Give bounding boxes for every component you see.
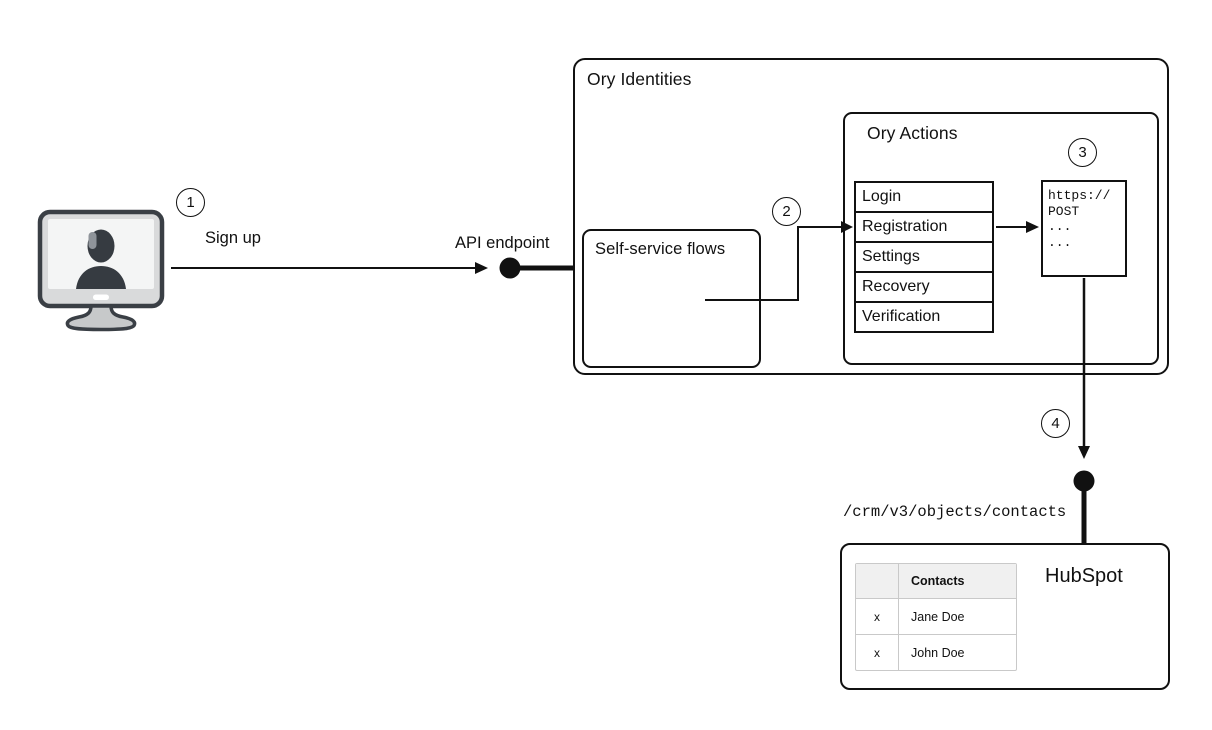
monitor-stand [65, 304, 137, 332]
monitor-button [93, 294, 109, 300]
contacts-header-row: Contacts [856, 564, 1016, 598]
webhook-request-box: https:// POST ... ... [1041, 180, 1127, 277]
code-line: ... [1048, 219, 1072, 234]
signup-arrow [171, 262, 488, 274]
monitor-user-icon [37, 209, 165, 332]
code-line: https:// [1048, 188, 1111, 203]
step-3-number: 3 [1078, 144, 1087, 161]
contact-row: x John Doe [856, 634, 1016, 670]
step-2-badge: 2 [772, 197, 801, 226]
step-4-badge: 4 [1041, 409, 1070, 438]
contact-row-mark: x [874, 609, 880, 624]
code-line: ... [1048, 234, 1072, 250]
contacts-table: Contacts x Jane Doe x John Doe [855, 563, 1017, 671]
step-4-number: 4 [1051, 415, 1060, 432]
api-endpoint-label: API endpoint [455, 234, 550, 252]
self-service-flows-label: Self-service flows [595, 240, 726, 258]
api-endpoint-dot [499, 257, 521, 279]
step-1-number: 1 [186, 194, 195, 211]
step-3-badge: 3 [1068, 138, 1097, 167]
contacts-header-label: Contacts [898, 564, 1016, 598]
step-2-number: 2 [782, 203, 791, 220]
self-service-flows-table: Login Registration Settings Recovery Ver… [854, 181, 994, 333]
flow-row-login: Login [856, 183, 992, 213]
contact-row-name: John Doe [898, 635, 1016, 670]
hubspot-title: HubSpot [1045, 565, 1123, 587]
contact-row-mark: x [874, 645, 880, 660]
flow-row-recovery: Recovery [856, 273, 992, 303]
flow-row-settings: Settings [856, 243, 992, 273]
crm-path-label: /crm/v3/objects/contacts [843, 503, 1067, 521]
flow-row-registration: Registration [856, 213, 992, 243]
contacts-header-spacer [856, 564, 898, 598]
user-silhouette [76, 229, 126, 289]
ory-identities-title: Ory Identities [587, 69, 692, 89]
hubspot-endpoint-dot [1073, 470, 1095, 492]
sign-up-label: Sign up [205, 229, 261, 247]
contact-row-name: Jane Doe [898, 599, 1016, 634]
code-line: POST [1048, 203, 1080, 219]
step-1-badge: 1 [176, 188, 205, 217]
contact-row: x Jane Doe [856, 598, 1016, 634]
flow-row-verification: Verification [856, 303, 992, 331]
ory-actions-title: Ory Actions [867, 123, 958, 143]
